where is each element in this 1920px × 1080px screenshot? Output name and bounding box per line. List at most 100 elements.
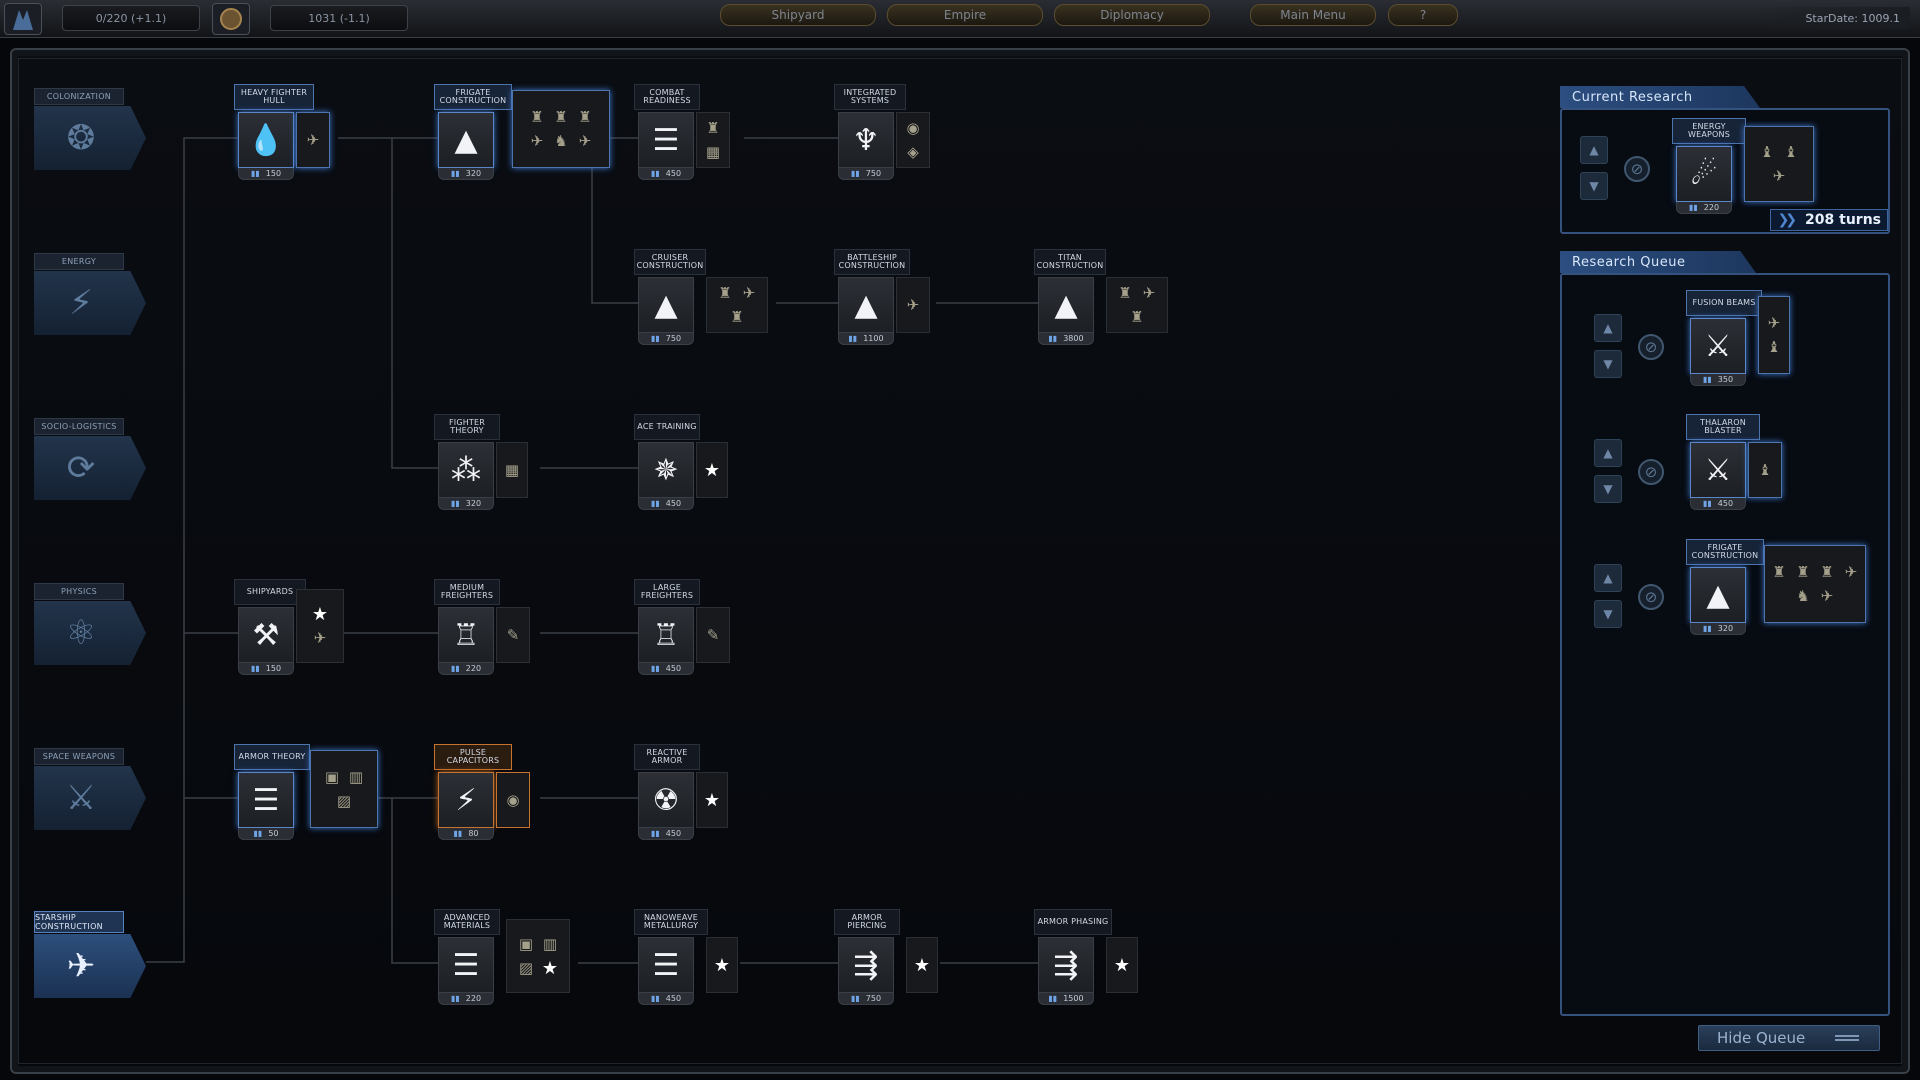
category-energy[interactable]: Energy ⚡ [34,253,146,349]
tech-label: Large Freighters [634,579,700,605]
tech-cost: ▮▮220 [438,663,494,675]
star-bonus-icon[interactable]: ★ [703,459,721,481]
freighter-icon: ♖ [438,607,494,663]
weapon-component-icon[interactable]: ♝ [1784,143,1798,161]
category-physics[interactable]: Physics ⚛ [34,583,146,679]
frigate-ship-icon[interactable]: ✈ [578,132,592,150]
ship-component-icon[interactable]: ◉ [506,791,520,809]
tech-label: Combat Readiness [634,84,700,110]
tech-cost: ▮▮750 [838,993,894,1005]
help-button[interactable]: ? [1388,4,1458,26]
hide-queue-label: Hide Queue [1717,1029,1806,1047]
ship-component-icon[interactable]: ♜ [1118,284,1132,302]
category-starship-construction[interactable]: Starship Construction ✈ [34,911,146,1007]
category-colonization[interactable]: Colonization ❂ [34,88,146,184]
ship-component-icon[interactable]: ▦ [705,143,721,161]
cancel-research-button[interactable]: ⊘ [1624,156,1650,182]
category-socio-logistics[interactable]: Socio-Logistics ⟳ [34,418,146,514]
category-button[interactable]: ⚡ [34,271,146,335]
titan-ship-icon[interactable]: ✈ [1142,284,1156,302]
frigate-ship-icon[interactable]: ✈ [1820,587,1834,605]
ship-component-icon[interactable]: ♜ [578,108,592,126]
tech-label: Titan Construction [1034,249,1106,275]
tech-unlocks: ★ [1106,937,1138,993]
star-bonus-icon[interactable]: ★ [713,954,731,976]
ship-component-icon[interactable]: ♜ [718,284,732,302]
category-button[interactable]: ⚛ [34,601,146,665]
ship-component-icon[interactable]: ♞ [554,132,568,150]
tab-diplomacy[interactable]: Diplomacy [1054,4,1210,26]
battleship-icon: ▲ [838,277,894,333]
armor-plates-icon: ☰ [438,937,494,993]
armor-tile-icon[interactable]: ▨ [336,792,352,810]
tech-label: Medium Freighters [434,579,500,605]
weapon-component-icon[interactable]: ♝ [1758,461,1772,479]
move-down-button[interactable]: ▼ [1580,172,1608,200]
cancel-queue-item-button[interactable]: ⊘ [1638,459,1664,485]
move-up-button[interactable]: ▲ [1580,136,1608,164]
freighter-ship-icon[interactable]: ✎ [706,626,720,644]
tab-shipyard[interactable]: Shipyard [720,4,876,26]
move-up-button[interactable]: ▲ [1594,564,1622,592]
ship-component-icon[interactable]: ▦ [504,461,520,479]
weapon-component-icon[interactable]: ♝ [1767,338,1781,356]
fighter-ship-icon[interactable]: ✈ [306,131,320,149]
weapon-component-icon[interactable]: ✈ [1767,314,1781,332]
ship-component-icon[interactable]: ♜ [1772,563,1786,581]
ship-component-icon[interactable]: ♜ [1130,308,1144,326]
cruiser-ship-icon[interactable]: ✈ [742,284,756,302]
armor-tile-icon[interactable]: ▣ [324,768,340,786]
ship-component-icon[interactable]: ♞ [1796,587,1810,605]
tab-empire[interactable]: Empire [887,4,1043,26]
tech-label: Energy Weapons [1672,118,1746,144]
armor-plates-icon: ☰ [638,112,694,168]
move-down-button[interactable]: ▼ [1594,350,1622,378]
cancel-queue-item-button[interactable]: ⊘ [1638,334,1664,360]
ship-component-icon[interactable]: ♜ [1820,563,1834,581]
weapon-component-icon[interactable]: ♝ [1760,143,1774,161]
research-pip-icon: ▮▮ [250,169,260,178]
ship-component-icon[interactable]: ♜ [730,308,744,326]
star-bonus-icon[interactable]: ★ [913,954,931,976]
star-bonus-icon[interactable]: ★ [703,789,721,811]
tech-cost: ▮▮220 [1676,202,1732,214]
phasing-icon: ⇶ [1038,937,1094,993]
star-bonus-icon[interactable]: ★ [1113,954,1131,976]
category-button[interactable]: ⚔ [34,766,146,830]
star-bonus-icon[interactable]: ★ [541,957,559,979]
ship-component-icon[interactable]: ♜ [706,119,720,137]
armor-tile-icon[interactable]: ▣ [518,935,534,953]
tech-cost: ▮▮450 [1690,498,1746,510]
ship-component-icon[interactable]: ♜ [530,108,544,126]
category-button[interactable]: ⟳ [34,436,146,500]
move-up-button[interactable]: ▲ [1594,439,1622,467]
star-bonus-icon[interactable]: ★ [311,603,329,625]
empire-emblem-icon[interactable] [4,3,42,35]
tech-cost: ▮▮450 [638,828,694,840]
frigate-ship-icon[interactable]: ✈ [530,132,544,150]
ship-component-icon[interactable]: ♜ [1796,563,1810,581]
armor-tile-icon[interactable]: ▨ [518,959,534,977]
weapon-component-icon[interactable]: ✈ [1772,167,1786,185]
ship-component-icon[interactable]: ◉ [906,119,920,137]
armor-tile-icon[interactable]: ▥ [348,768,364,786]
tech-cost: ▮▮150 [238,168,294,180]
freighter-ship-icon[interactable]: ✎ [506,626,520,644]
station-icon[interactable]: ✈ [313,629,327,647]
armor-tile-icon[interactable]: ▥ [542,935,558,953]
frigate-ship-icon[interactable]: ✈ [1844,563,1858,581]
move-down-button[interactable]: ▼ [1594,600,1622,628]
ship-component-icon[interactable]: ◈ [907,143,919,161]
category-space-weapons[interactable]: Space Weapons ⚔ [34,748,146,844]
move-up-button[interactable]: ▲ [1594,314,1622,342]
cancel-queue-item-button[interactable]: ⊘ [1638,584,1664,610]
category-button[interactable]: ✈ [34,934,146,998]
hide-queue-button[interactable]: Hide Queue [1698,1025,1880,1051]
population-readout: 0/220 (+1.1) [62,5,200,31]
category-button[interactable]: ❂ [34,106,146,170]
battleship-ship-icon[interactable]: ✈ [906,296,920,314]
tech-label: Frigate Construction [434,84,512,110]
main-menu-button[interactable]: Main Menu [1250,4,1376,26]
move-down-button[interactable]: ▼ [1594,475,1622,503]
ship-component-icon[interactable]: ♜ [554,108,568,126]
